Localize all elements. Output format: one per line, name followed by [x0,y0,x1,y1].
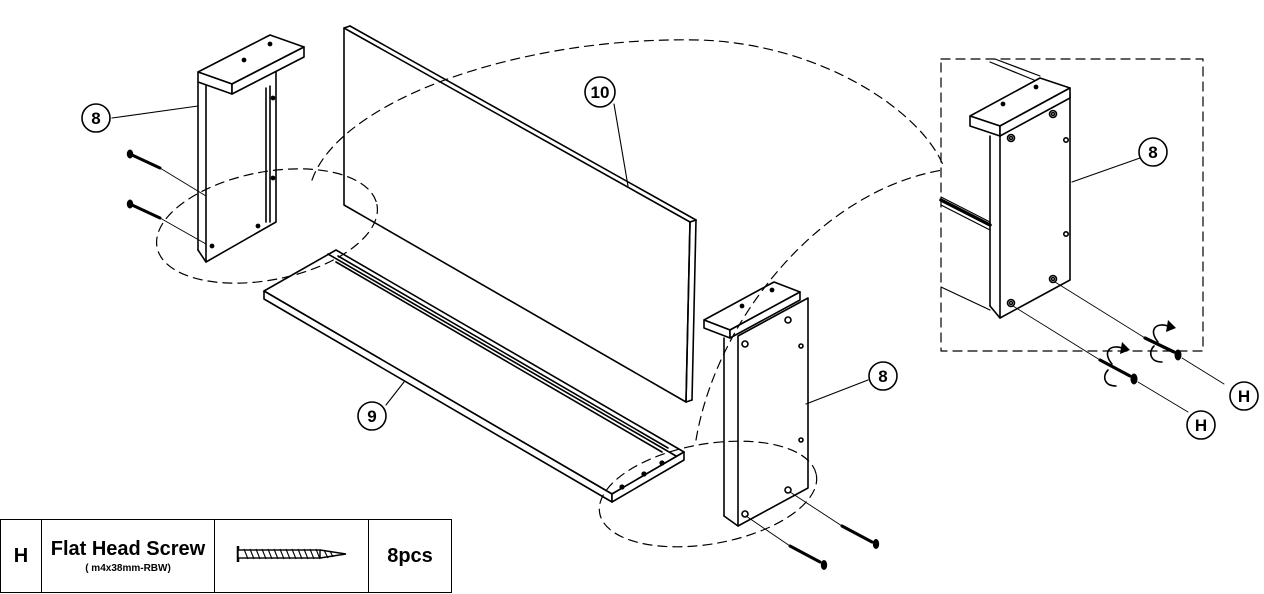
callout-left-leg: 8 [81,103,111,133]
shelf-part-9 [263,249,685,503]
callout-back-panel: 10 [584,76,616,108]
right-leg-screw-upper [789,491,880,549]
parts-row: H Flat Head Screw ( m4x38mm-RBW) [0,519,452,593]
right-leg-screw-lower [745,515,828,570]
part-icon-cell [214,519,369,593]
svg-text:8: 8 [91,109,100,128]
back-panel-part-10 [343,25,697,403]
zoom-leg-part-8 [969,77,1071,319]
rotation-arrow-icon [1103,320,1176,387]
svg-text:9: 9 [367,407,376,426]
flat-head-screw-icon [236,545,346,562]
callout-shelf: 9 [357,401,387,431]
zoom-screw-upper [1054,281,1225,385]
right-leg-part-8 [703,281,809,527]
callout-screw-lower: H [1186,410,1216,440]
parts-table: H Flat Head Screw ( m4x38mm-RBW) [0,519,452,593]
svg-text:H: H [1238,387,1250,406]
svg-text:8: 8 [878,367,887,386]
callout-leaders [111,103,1141,406]
detail-ellipses [155,168,818,548]
part-name-cell: Flat Head Screw ( m4x38mm-RBW) [41,519,215,593]
svg-text:10: 10 [591,83,610,102]
zoom-screw-lower [1012,305,1189,413]
left-leg-screw-lower [126,199,207,245]
part-spec: ( m4x38mm-RBW) [85,563,171,574]
callout-zoom-leg: 8 [1138,137,1168,167]
zoom-leader-curves [311,39,944,441]
part-code: H [0,519,42,593]
left-leg-screw-upper [126,149,207,197]
zoom-detail-box [939,58,1204,352]
svg-text:8: 8 [1148,143,1157,162]
svg-text:H: H [1195,416,1207,435]
part-name: Flat Head Screw [50,538,206,560]
callout-right-leg: 8 [868,361,898,391]
callout-screw-upper: H [1229,381,1259,411]
part-quantity: 8pcs [368,519,452,593]
left-leg-part-8 [197,34,305,263]
